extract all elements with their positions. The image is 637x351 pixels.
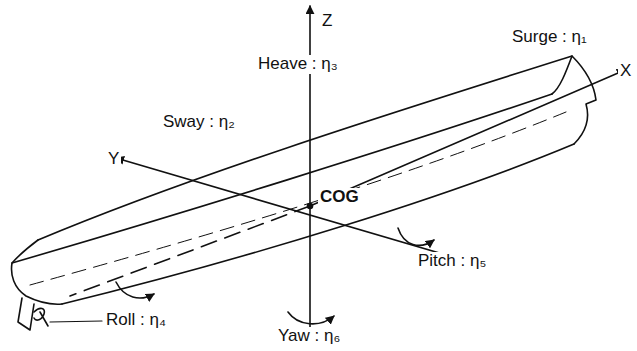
axis-label: Z bbox=[320, 12, 334, 31]
axis-label: Surge : η₁ bbox=[510, 28, 589, 47]
hull-far-gunwale bbox=[38, 56, 572, 240]
x-axis bbox=[310, 70, 625, 206]
axis-label: Y bbox=[106, 150, 121, 169]
hull-stern bbox=[12, 240, 62, 304]
propeller bbox=[34, 308, 48, 326]
rudder bbox=[18, 298, 34, 330]
hull-bilge bbox=[30, 112, 566, 285]
pitch-arrow bbox=[398, 228, 434, 245]
y-axis bbox=[116, 158, 470, 262]
hull-bow bbox=[552, 56, 596, 144]
center-label: COG bbox=[318, 188, 361, 207]
hull-keel bbox=[62, 144, 574, 304]
axis-label: Roll : η₄ bbox=[104, 311, 168, 330]
axis-label: X bbox=[618, 62, 633, 81]
axis-label: Heave : η₃ bbox=[256, 55, 340, 74]
roll-leader bbox=[50, 321, 102, 322]
yaw-arrow bbox=[288, 312, 334, 324]
hull-near-gunwale bbox=[12, 94, 552, 263]
axis-label: Yaw : η₆ bbox=[276, 327, 342, 346]
cog-point bbox=[308, 204, 313, 209]
axis-label: Pitch : η₅ bbox=[416, 252, 488, 271]
x-axis-hidden bbox=[70, 206, 310, 296]
roll-arrow bbox=[116, 282, 154, 298]
axis-label: Sway : η₂ bbox=[161, 113, 237, 132]
